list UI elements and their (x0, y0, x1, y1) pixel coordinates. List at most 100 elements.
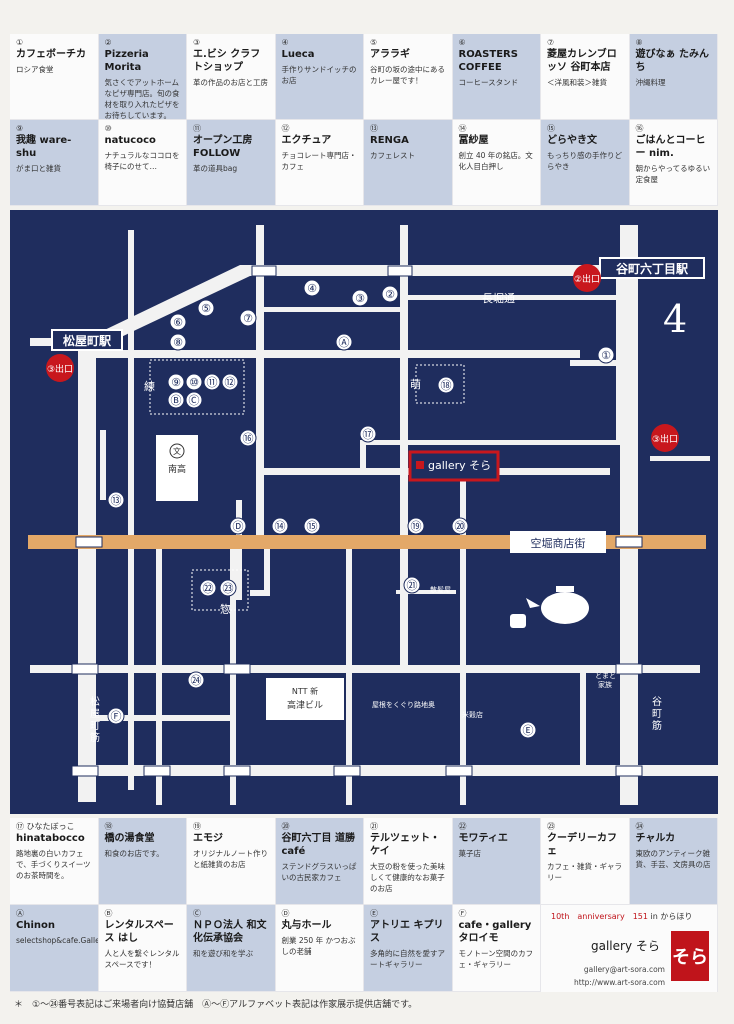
marker-21 (403, 576, 421, 594)
marker-C (185, 391, 203, 409)
marker-label-3: ③ (355, 292, 365, 305)
exit-3-right-marker (651, 424, 679, 452)
marker-label-18: ⑱ (441, 379, 452, 392)
marker-4 (303, 279, 321, 297)
marker-label-22: ㉒ (203, 582, 214, 595)
shop-name: カフェボーチカ (16, 49, 86, 60)
shop-description: 大豆の粉を使った美味しくて健康的なお菓子のお店 (370, 862, 445, 893)
marker-F (107, 707, 125, 725)
tanimachi-station-box (599, 257, 705, 279)
shop-description: 菓子店 (458, 849, 482, 858)
shop-description: 手作りサンドイッチのお店 (281, 65, 357, 85)
shop-name: エ.ビシ クラフトショップ (193, 49, 261, 73)
shop-name: ごはんとコーヒー nim. (635, 135, 706, 159)
shop-description: 革の作品のお店と工房 (193, 78, 268, 87)
shop-description: カフェ・雑貨・ギャラリー (547, 862, 622, 882)
karahori-label-box (510, 531, 606, 553)
marker-label-14: ⑭ (275, 520, 286, 533)
shop-number: ⑱ (104, 822, 113, 831)
shop-name: どらやき文 (547, 135, 597, 146)
marker-3 (351, 289, 369, 307)
shop-number: ⑩ (104, 124, 112, 133)
area-map: 谷町六丁目駅 松屋町駅 ②出口 ③出口 ③出口 長堀通 空堀商店街 4 松屋町筋… (10, 210, 718, 814)
shop-description: コーヒースタンド (458, 78, 519, 87)
marker-5 (197, 299, 215, 317)
gallery-email[interactable]: gallery@art-sora.com (583, 965, 665, 974)
shop-number: Ⓑ (104, 909, 113, 918)
school-symbol-label: 文 (173, 446, 181, 456)
marker-8 (169, 333, 187, 351)
marker-B (167, 391, 185, 409)
shop-description: もっちり感の手作りどらやき (547, 151, 622, 171)
school-symbol (169, 443, 185, 459)
shop-number: Ⓔ (370, 909, 378, 918)
shop-number: ⑬ (370, 124, 378, 133)
marker-label-20: ⑳ (455, 520, 466, 533)
gallery-url[interactable]: http://www.art-sora.com (574, 978, 665, 987)
shop-name: 橋の湯食堂 (104, 833, 155, 844)
so-area (191, 569, 249, 611)
marker-label-A: Ⓐ (339, 336, 350, 349)
shop-number: Ⓕ (458, 909, 467, 918)
marker-A (335, 333, 353, 351)
exit-3-left-marker (46, 354, 74, 382)
shop-description: ステンドグラスいっぱいの古民家カフェ (281, 862, 357, 882)
shop-name: エクチュア (281, 135, 332, 146)
shop-name: モワティエ (458, 833, 508, 844)
shop-description: オリジナルノート作りと紙雑貨のお店 (193, 849, 268, 869)
chome-number: 4 (663, 297, 687, 341)
nanko-label: 南高 (168, 463, 186, 475)
marker-label-1: ① (601, 349, 611, 362)
shop-name: レンタルスペース はし (104, 920, 174, 944)
marker-7 (239, 309, 257, 327)
marker-label-5: ⑤ (201, 302, 211, 315)
marker-6 (169, 313, 187, 331)
shop-number: ⑭ (458, 124, 467, 133)
shop-number: ② (104, 38, 112, 47)
shop-name: hinatabocco (16, 833, 85, 844)
shop-name: cafe・gallery タロイモ (458, 920, 532, 944)
marker-22 (199, 579, 217, 597)
shop-description: 多角的に自然を愛すアートギャラリー (370, 949, 445, 969)
marker-1 (597, 346, 615, 364)
shop-description: がま口と雑貨 (16, 164, 61, 173)
marker-label-23: ㉓ (223, 582, 234, 595)
shop-description: 気さくでアットホームなピザ専門店。旬の食材を取り入れたピザをお待ちしています。 (104, 78, 180, 120)
shop-number: ⑤ (370, 38, 378, 47)
shop-name: クーデリーカフェ (547, 833, 617, 857)
marker-label-17: ⑰ (363, 428, 374, 441)
marker-23 (219, 579, 237, 597)
marker-11 (203, 373, 221, 391)
tanimachi-station-label: 谷町六丁目駅 (616, 261, 689, 276)
teapot-icon (510, 586, 589, 628)
shop-name: ＮＰＯ法人 和文化伝承協会 (193, 920, 267, 944)
shop-number: ⑳ (281, 822, 290, 831)
marker-label-24: ㉔ (191, 674, 202, 687)
ren-label: 練 (144, 379, 155, 393)
shop-name: natucoco (104, 135, 156, 146)
marker-label-F: Ⓕ (111, 710, 122, 723)
shop-description: カフェレスト (370, 151, 415, 160)
sanpoya-label: 散髪屋 (430, 585, 451, 594)
exit-2-marker (573, 264, 601, 292)
marker-label-19: ⑲ (411, 520, 422, 533)
yane-label: 屋根をくぐり路地奥 (372, 700, 435, 709)
gallery-sora-box (408, 450, 500, 482)
shop-name: 冨紗屋 (458, 135, 489, 146)
